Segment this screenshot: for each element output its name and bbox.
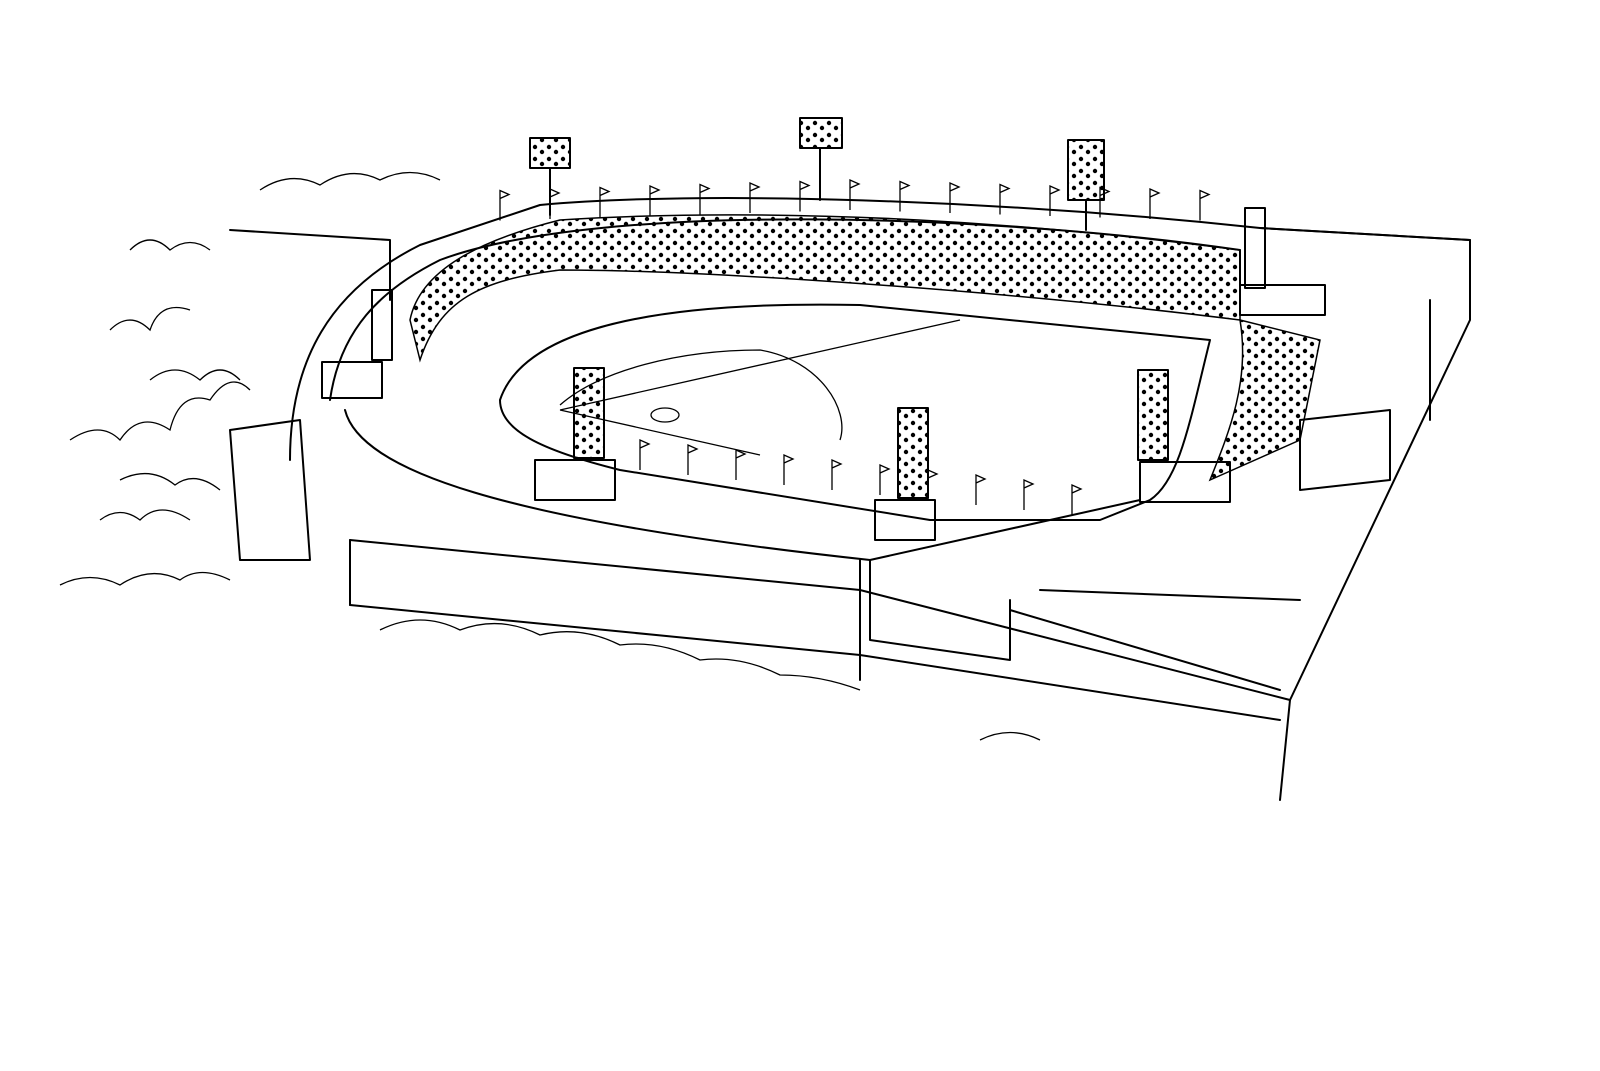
pennant-flag [927, 468, 939, 500]
pennant-flag [1049, 184, 1061, 216]
pennant-flag [999, 183, 1011, 215]
light-tower [1239, 207, 1326, 316]
crowd-right [1208, 318, 1321, 482]
pennant-flag [1199, 189, 1211, 221]
outer-grandstand-outline [289, 197, 1471, 801]
pennant-flag [879, 463, 891, 495]
pennant-flag [749, 181, 761, 213]
light-tower [1137, 369, 1231, 503]
pennant-flag [1023, 478, 1035, 510]
pennant-flag [599, 186, 611, 218]
pennant-flag [849, 178, 861, 210]
pennant-flag [735, 448, 747, 480]
pennant-flag [699, 183, 711, 215]
concourse-ring [344, 409, 1141, 561]
light-tower [799, 117, 843, 201]
pennant-flag [949, 181, 961, 213]
pennant-flag [1099, 186, 1111, 218]
crowd-upper [409, 214, 1241, 363]
pitchers-mound [650, 407, 680, 423]
pennant-flag [799, 180, 811, 212]
light-tower [534, 367, 616, 501]
light-towers [321, 117, 1326, 541]
pennant-flag [499, 189, 511, 221]
pennant-flag [639, 438, 651, 470]
light-tower [1067, 139, 1105, 231]
playing-field [499, 303, 1211, 521]
pennant-flag [975, 473, 987, 505]
trees [59, 171, 1041, 741]
light-tower [321, 289, 393, 399]
pennant-flag [649, 184, 661, 216]
pennant-flag [549, 187, 561, 219]
front-wall-top [349, 539, 1291, 701]
pennant-flags [499, 178, 1211, 515]
light-tower [874, 407, 936, 541]
left-building [229, 229, 391, 561]
stadium-structure [229, 197, 1471, 801]
pennant-flag [1071, 483, 1083, 515]
pennant-flag [1149, 187, 1161, 219]
pennant-flag [899, 180, 911, 212]
pennant-flag [783, 453, 795, 485]
pennant-flag [687, 443, 699, 475]
pennant-flag [831, 458, 843, 490]
outfield-stand [869, 559, 1301, 691]
right-building [1259, 227, 1471, 491]
